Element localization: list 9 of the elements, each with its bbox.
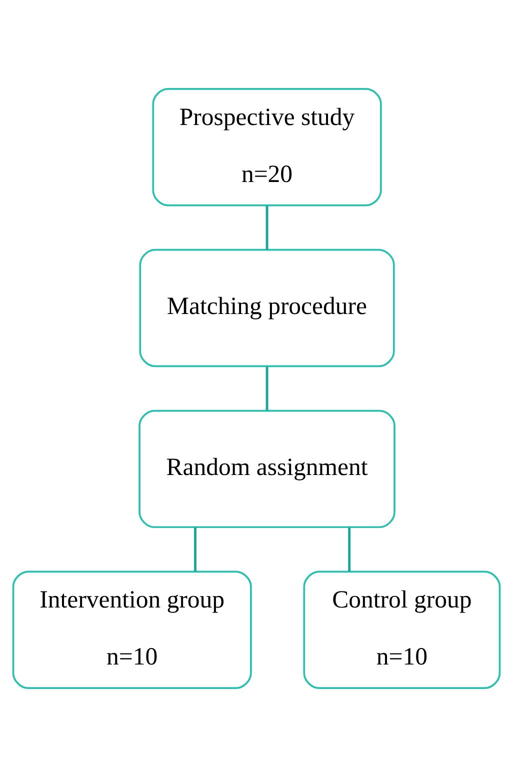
node-box: Prospective study n=20	[152, 88, 382, 206]
connector	[348, 527, 351, 572]
node-box: Intervention group n=10	[12, 570, 252, 688]
connector	[266, 205, 268, 250]
node-box: Control group n=10	[303, 570, 501, 688]
node-box: Matching procedure	[139, 248, 395, 367]
connector	[266, 366, 268, 410]
connector	[194, 527, 196, 572]
node-box: Random assignment	[138, 409, 396, 528]
